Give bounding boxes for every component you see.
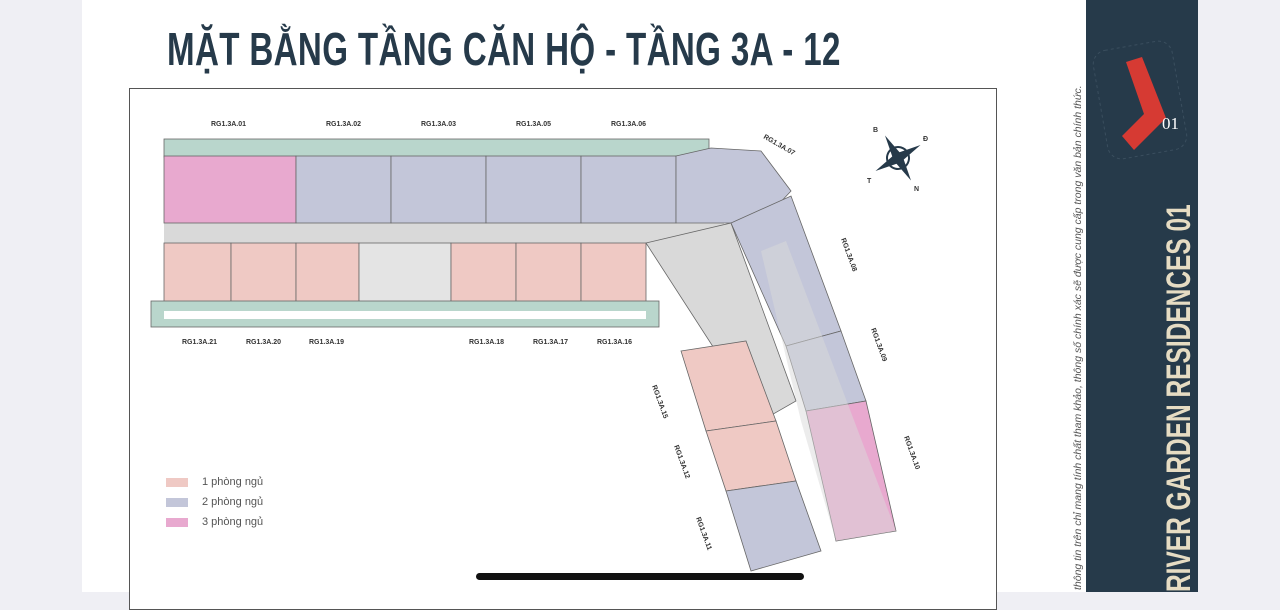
balcony [163,138,710,158]
floor-plan-frame: RG1.3A.01 RG1.3A.02 RG1.3A.03 RG1.3A.05 … [129,88,997,610]
compass-east: Đ [923,136,928,143]
compass-west: T [867,178,872,185]
top-row-units [163,138,792,224]
unit-label-05: RG1.3A.05 [516,121,551,128]
unit-18 [450,242,517,312]
compass-north: B [873,127,878,134]
unit-label-11: RG1.3A.11 [694,516,712,551]
building-number-badge: 01 [1162,114,1179,133]
wing-corridor [761,241,896,541]
sidebar [1086,0,1198,592]
unit-16 [580,242,647,312]
legend-item: 1 phòng ngủ [166,472,263,492]
unit-label-07: RG1.3A.07 [762,134,796,158]
unit-label-18: RG1.3A.18 [469,339,504,346]
unit-label-17: RG1.3A.17 [533,339,568,346]
unit-12 [705,420,797,492]
unit-label-03: RG1.3A.03 [421,121,456,128]
sidebar-title: RIVER GARDEN RESIDENCES 01 [1160,204,1198,592]
legend-label: 2 phòng ngủ [202,496,264,508]
wing-units [645,195,897,572]
compass-south: N [914,186,919,193]
unit-21 [163,242,232,312]
unit-label-12: RG1.3A.12 [672,444,691,479]
unit-01 [163,155,297,224]
unit-06 [580,155,677,224]
floor-plan: RG1.3A.01 RG1.3A.02 RG1.3A.03 RG1.3A.05 … [150,121,928,572]
unit-label-10: RG1.3A.10 [902,435,921,470]
legend-swatch [166,497,188,507]
unit-label-09: RG1.3A.09 [869,327,888,362]
unit-19 [295,242,360,312]
unit-07 [675,147,792,224]
unit-11 [725,480,822,572]
unit-17 [515,242,582,312]
unit-label-06: RG1.3A.06 [611,121,646,128]
legend-swatch [166,477,188,487]
legend-label: 1 phòng ngủ [202,476,264,488]
unit-label-01: RG1.3A.01 [211,121,246,128]
home-indicator[interactable] [476,573,804,580]
unit-label-19: RG1.3A.19 [309,339,344,346]
legend-item: 2 phòng ngủ [166,492,263,512]
unit-05 [485,155,582,224]
compass-icon [875,135,921,181]
unit-label-16: RG1.3A.16 [597,339,632,346]
disclaimer-text: thông tin trên chỉ mang tính chất tham k… [1072,85,1084,590]
unit-label-15: RG1.3A.15 [650,384,669,419]
building-key-icon [1092,40,1188,160]
legend: 1 phòng ngủ 2 phòng ngủ 3 phòng ngủ [166,472,263,532]
unit-label-08: RG1.3A.08 [839,237,858,272]
bottom-row-units [150,242,660,328]
unit-label-02: RG1.3A.02 [326,121,361,128]
unit-02 [295,155,392,224]
legend-swatch [166,517,188,527]
corridor [164,223,724,243]
unit-03 [390,155,487,224]
unit-label-20: RG1.3A.20 [246,339,281,346]
unit-label-21: RG1.3A.21 [182,339,217,346]
page-title: MẶT BẰNG TẦNG CĂN HỘ - TẦNG 3A - 12 [167,23,841,75]
legend-item: 3 phòng ngủ [166,512,263,532]
legend-label: 3 phòng ngủ [202,516,264,528]
